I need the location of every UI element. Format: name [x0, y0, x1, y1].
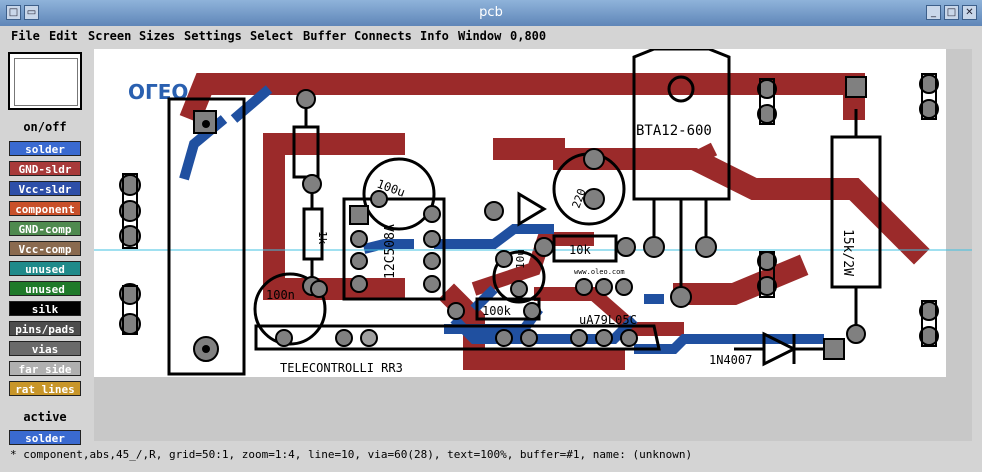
- active-layer-button[interactable]: solder: [9, 430, 81, 445]
- label-ic: 12C508A: [383, 224, 398, 279]
- menu-connects[interactable]: Connects: [354, 29, 412, 43]
- maximize-button[interactable]: □: [944, 5, 959, 20]
- connector-outlines: [122, 73, 937, 347]
- header-outline: [254, 324, 661, 351]
- pcb-drawing[interactable]: OΓEO: [94, 49, 972, 441]
- pcb-canvas[interactable]: OΓEO: [94, 49, 972, 441]
- active-label: active: [23, 410, 67, 424]
- window-menu-button[interactable]: □: [6, 5, 21, 20]
- layer-button-solder[interactable]: solder: [9, 141, 81, 156]
- menu-bar: File Edit Screen Sizes Settings Select B…: [0, 26, 982, 46]
- label-reg: uA79L05C: [579, 313, 637, 327]
- close-button[interactable]: ✕: [962, 5, 977, 20]
- layer-button-vcc-sldr[interactable]: Vcc-sldr: [9, 181, 81, 196]
- onoff-label: on/off: [23, 120, 67, 134]
- transistor-symbol: [517, 191, 547, 227]
- layer-button-gnd-sldr[interactable]: GND-sldr: [9, 161, 81, 176]
- menu-select[interactable]: Select: [250, 29, 294, 43]
- label-triac: BTA12-600: [636, 123, 712, 139]
- silk-labels: BTA12-600 12C508A 100u 1k 10k 100k 100n …: [266, 123, 855, 375]
- menu-edit[interactable]: Edit: [49, 29, 78, 43]
- status-bar: * component,abs,45_/,R, grid=50:1, zoom=…: [0, 446, 982, 472]
- silk-leads: [304, 99, 858, 351]
- layer-button-pins-pads[interactable]: pins/pads: [9, 321, 81, 336]
- label-100n: 100n: [266, 288, 295, 302]
- menu-file[interactable]: File: [11, 29, 40, 43]
- cursor-coords: 0,800: [510, 29, 547, 43]
- label-100k: 100k: [482, 304, 512, 318]
- layer-button-rat-lines[interactable]: rat lines: [9, 381, 81, 396]
- triac-outline: [632, 49, 731, 201]
- menu-sizes[interactable]: Sizes: [139, 29, 176, 43]
- layer-button-unused[interactable]: unused: [9, 261, 81, 276]
- cap-10u-outline: [492, 250, 546, 304]
- label-title: TELECONTROLLI RR3: [280, 361, 403, 375]
- window-title: pcb: [479, 5, 503, 20]
- menu-screen[interactable]: Screen: [88, 29, 132, 43]
- triac-hole: [667, 75, 695, 103]
- minimize-button[interactable]: _: [926, 5, 941, 20]
- resistor-10k-outline: [552, 234, 618, 263]
- label-10u: 10u: [514, 249, 527, 269]
- title-bar: □ ▭ pcb _ □ ✕: [0, 0, 982, 27]
- cap-100u-outline: [362, 157, 436, 231]
- label-220: 220: [570, 187, 589, 210]
- window-shade-button[interactable]: ▭: [24, 5, 39, 20]
- label-diode: 1N4007: [709, 353, 752, 367]
- layer-button-gnd-comp[interactable]: GND-comp: [9, 221, 81, 236]
- status-text: * component,abs,45_/,R, grid=50:1, zoom=…: [10, 448, 693, 461]
- label-1k: 1k: [316, 231, 329, 245]
- layer-button-silk[interactable]: silk: [9, 301, 81, 316]
- layer-button-vcc-comp[interactable]: Vcc-comp: [9, 241, 81, 256]
- label-15k: 15k/2W: [840, 229, 855, 276]
- color-swatch: [8, 52, 82, 110]
- label-10k: 10k: [569, 243, 591, 257]
- menu-info[interactable]: Info: [420, 29, 449, 43]
- menu-window[interactable]: Window: [458, 29, 502, 43]
- layer-button-component[interactable]: component: [9, 201, 81, 216]
- layer-button-far-side[interactable]: far side: [9, 361, 81, 376]
- menu-settings[interactable]: Settings: [184, 29, 242, 43]
- menu-buffer[interactable]: Buffer: [303, 29, 347, 43]
- relay-outline: [167, 97, 246, 376]
- layer-button-unused[interactable]: unused: [9, 281, 81, 296]
- layer-button-vias[interactable]: vias: [9, 341, 81, 356]
- ic-outline: [342, 197, 446, 301]
- label-website: www.oleo.com: [574, 268, 625, 276]
